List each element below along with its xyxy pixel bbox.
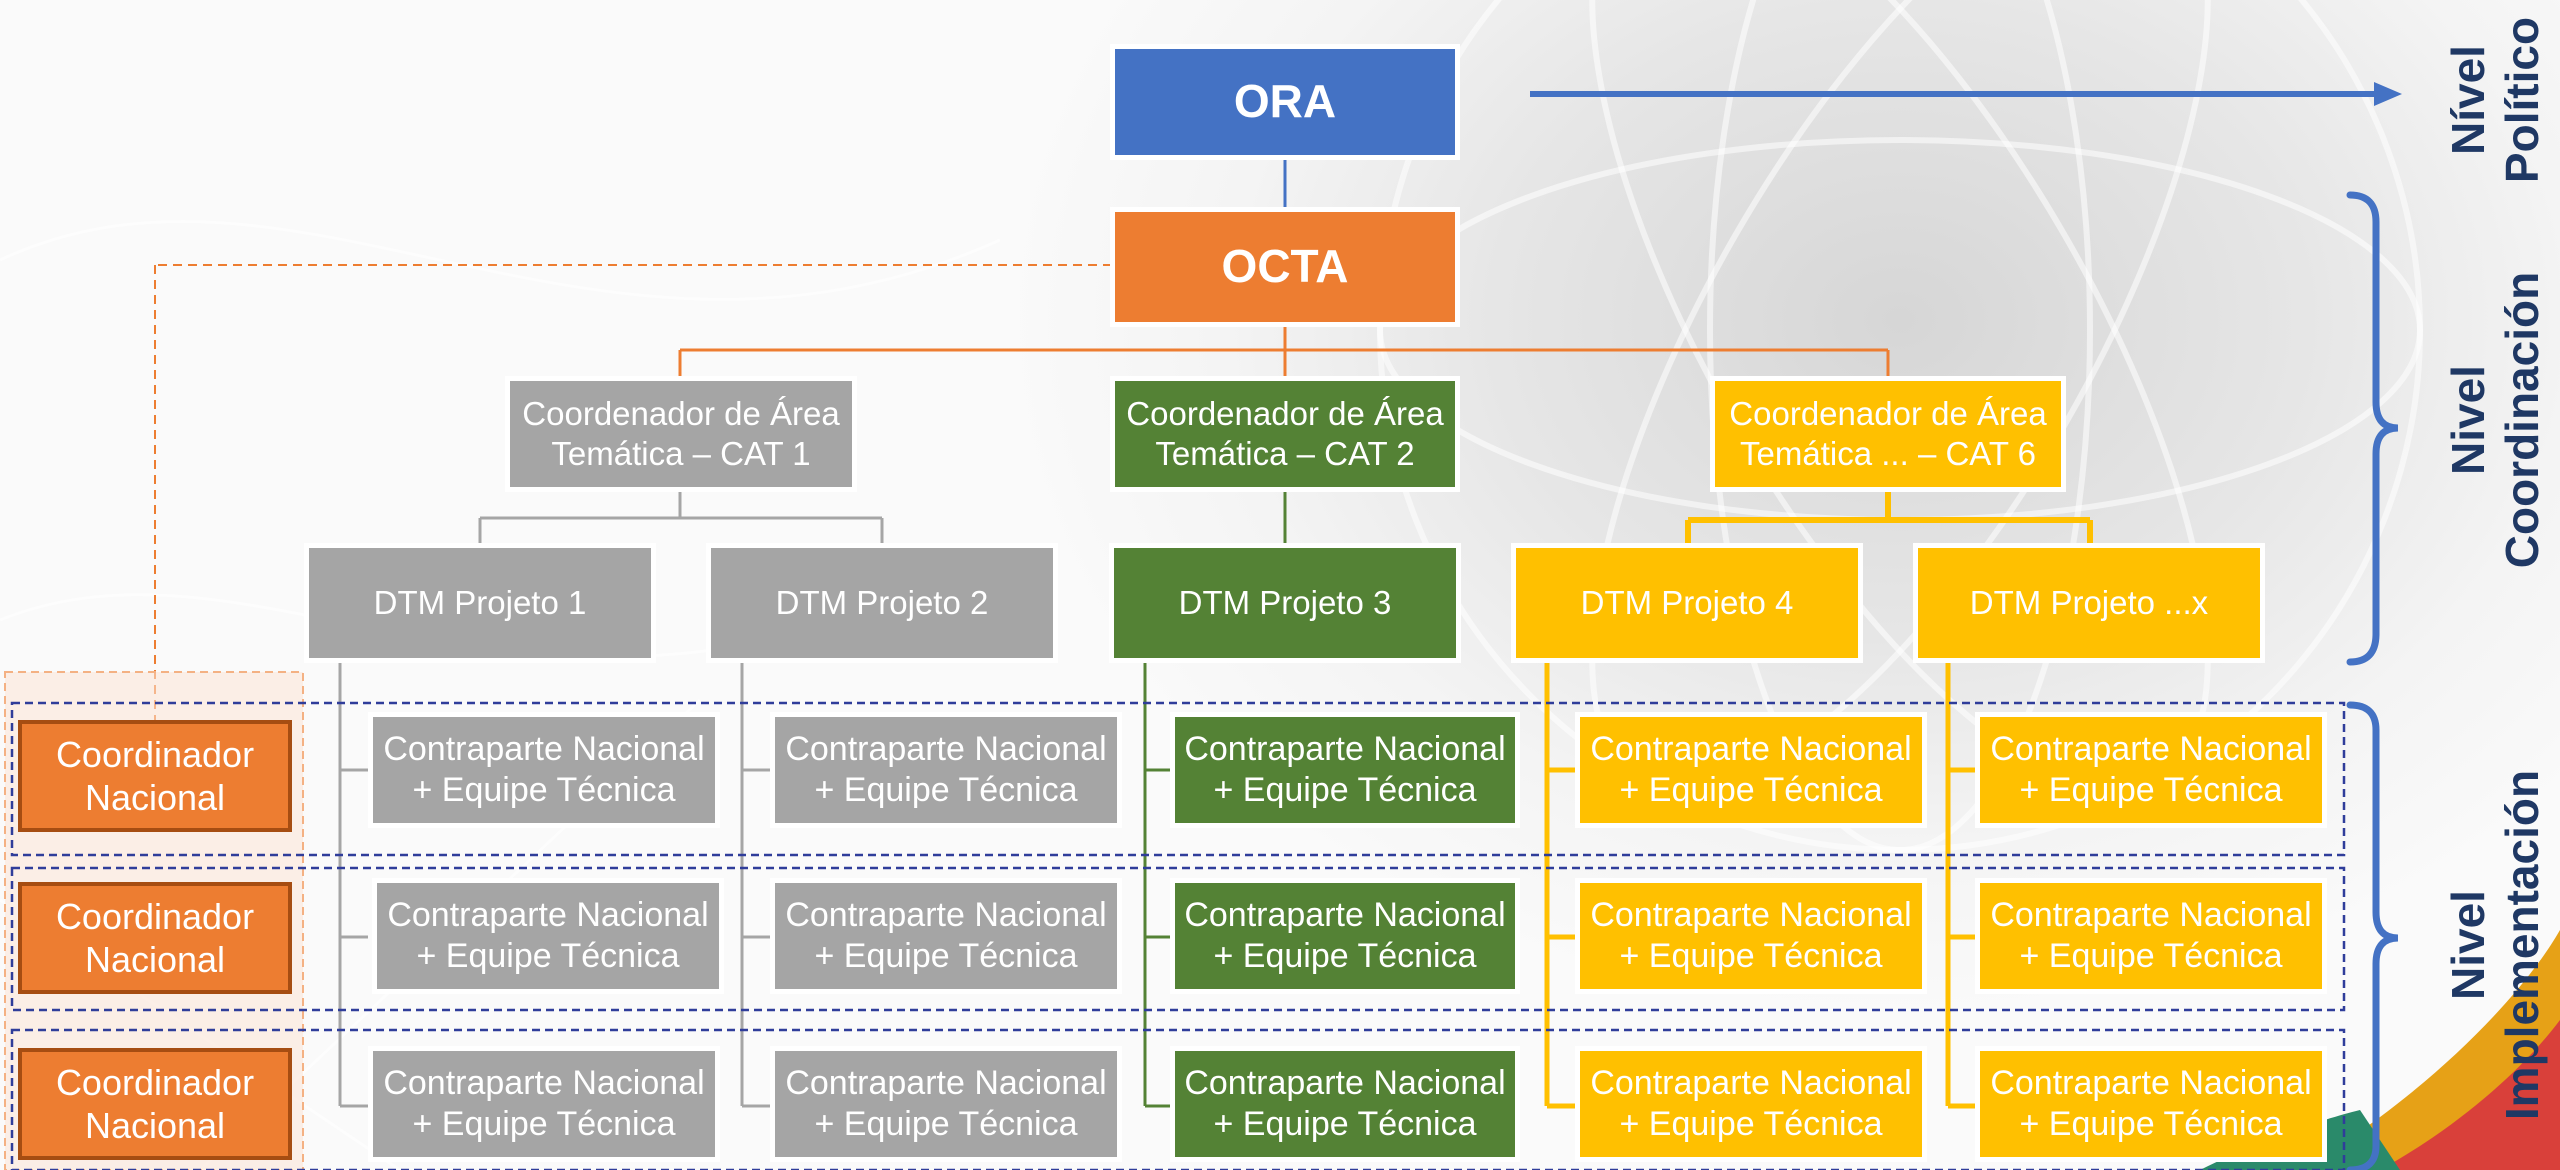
counterpart-box: Contraparte Nacional + Equipe Técnica bbox=[1975, 1046, 2327, 1162]
dtm-box: DTM Projeto 3 bbox=[1109, 543, 1461, 663]
level-label-coordinacion: Nivel Coordinación bbox=[2435, 255, 2555, 585]
counterpart-line2: + Equipe Técnica bbox=[2019, 771, 2283, 809]
cat-line2: Temática – CAT 2 bbox=[1155, 435, 1415, 472]
cat-box: Coordenador de Área Temática – CAT 2 bbox=[1110, 376, 1460, 492]
cat-line2: Temática – CAT 1 bbox=[551, 435, 811, 472]
coordinator-line1: Coordinador bbox=[55, 895, 255, 937]
dtm-box: DTM Projeto ...x bbox=[1913, 543, 2265, 663]
counterpart-box: Contraparte Nacional + Equipe Técnica bbox=[1975, 878, 2327, 994]
cat-line1: Coordenador de Área bbox=[522, 395, 840, 433]
coordinator-box: Coordinador Nacional bbox=[18, 882, 292, 994]
counterpart-line1: Contraparte Nacional bbox=[785, 730, 1107, 769]
counterpart-box: Contraparte Nacional + Equipe Técnica bbox=[368, 712, 720, 828]
level-label-politico: Nível Político bbox=[2435, 10, 2555, 190]
counterpart-box: Contraparte Nacional + Equipe Técnica bbox=[1575, 878, 1927, 994]
coordinator-box: Coordinador Nacional bbox=[18, 1048, 292, 1160]
coordinator-line1: Coordinador bbox=[55, 1061, 255, 1103]
level-line1: Nivel bbox=[2441, 890, 2494, 1000]
counterpart-line2: + Equipe Técnica bbox=[2019, 1105, 2283, 1143]
counterpart-box: Contraparte Nacional + Equipe Técnica bbox=[1170, 712, 1520, 828]
dtm-label: DTM Projeto 2 bbox=[775, 584, 989, 622]
counterpart-box: Contraparte Nacional + Equipe Técnica bbox=[1170, 1046, 1520, 1162]
dtm-box: DTM Projeto 1 bbox=[304, 543, 656, 663]
octa-label: OCTA bbox=[1221, 240, 1349, 293]
cat-line2: Temática ... – CAT 6 bbox=[1740, 435, 2036, 472]
counterpart-line2: + Equipe Técnica bbox=[1619, 937, 1883, 975]
counterpart-line1: Contraparte Nacional bbox=[785, 1064, 1107, 1103]
dtm-box: DTM Projeto 2 bbox=[706, 543, 1058, 663]
level-line2: Político bbox=[2496, 16, 2548, 184]
counterpart-line2: + Equipe Técnica bbox=[1213, 771, 1477, 809]
dtm-label: DTM Projeto 4 bbox=[1580, 584, 1794, 622]
counterpart-line1: Contraparte Nacional bbox=[1990, 1064, 2312, 1103]
counterpart-line1: Contraparte Nacional bbox=[1590, 730, 1912, 769]
counterpart-line2: + Equipe Técnica bbox=[1213, 937, 1477, 975]
counterpart-line1: Contraparte Nacional bbox=[1990, 730, 2312, 769]
coordinator-line2: Nacional bbox=[84, 777, 226, 818]
cat-line1: Coordenador de Área bbox=[1729, 395, 2047, 433]
counterpart-line1: Contraparte Nacional bbox=[1184, 1064, 1506, 1103]
ora-label: ORA bbox=[1233, 75, 1337, 128]
octa-box: OCTA bbox=[1110, 207, 1460, 327]
counterpart-line2: + Equipe Técnica bbox=[2019, 937, 2283, 975]
level-line1: Nivel bbox=[2441, 365, 2494, 475]
counterpart-line2: + Equipe Técnica bbox=[416, 937, 680, 975]
counterpart-line1: Contraparte Nacional bbox=[1590, 1064, 1912, 1103]
counterpart-box: Contraparte Nacional + Equipe Técnica bbox=[770, 712, 1122, 828]
counterpart-line1: Contraparte Nacional bbox=[1184, 730, 1506, 769]
counterpart-line1: Contraparte Nacional bbox=[1990, 896, 2312, 935]
coordinator-box: Coordinador Nacional bbox=[18, 720, 292, 832]
counterpart-line1: Contraparte Nacional bbox=[383, 1064, 705, 1103]
counterpart-line1: Contraparte Nacional bbox=[785, 896, 1107, 935]
counterpart-box: Contraparte Nacional + Equipe Técnica bbox=[1575, 1046, 1927, 1162]
counterpart-line1: Contraparte Nacional bbox=[387, 896, 709, 935]
counterpart-line1: Contraparte Nacional bbox=[1590, 896, 1912, 935]
dtm-label: DTM Projeto ...x bbox=[1969, 584, 2209, 622]
counterpart-box: Contraparte Nacional + Equipe Técnica bbox=[368, 1046, 720, 1162]
ora-box: ORA bbox=[1110, 44, 1460, 160]
counterpart-box: Contraparte Nacional + Equipe Técnica bbox=[1170, 878, 1520, 994]
cat-line1: Coordenador de Área bbox=[1126, 395, 1444, 433]
counterpart-box: Contraparte Nacional + Equipe Técnica bbox=[1975, 712, 2327, 828]
counterpart-line2: + Equipe Técnica bbox=[412, 1105, 676, 1143]
level-line1: Nível bbox=[2441, 45, 2494, 155]
counterpart-line2: + Equipe Técnica bbox=[814, 771, 1078, 809]
coordinator-line2: Nacional bbox=[84, 1105, 226, 1146]
coordinator-line1: Coordinador bbox=[55, 733, 255, 775]
counterpart-line2: + Equipe Técnica bbox=[814, 937, 1078, 975]
counterpart-box: Contraparte Nacional + Equipe Técnica bbox=[372, 878, 724, 994]
cat-box: Coordenador de Área Temática ... – CAT 6 bbox=[1710, 376, 2066, 492]
level-label-implementacion: Nivel Implementación bbox=[2435, 740, 2555, 1150]
counterpart-box: Contraparte Nacional + Equipe Técnica bbox=[1575, 712, 1927, 828]
counterpart-line2: + Equipe Técnica bbox=[814, 1105, 1078, 1143]
dtm-label: DTM Projeto 1 bbox=[373, 584, 587, 622]
counterpart-line1: Contraparte Nacional bbox=[1184, 896, 1506, 935]
counterpart-line2: + Equipe Técnica bbox=[412, 771, 676, 809]
level-line2: Implementación bbox=[2496, 769, 2548, 1121]
counterpart-line2: + Equipe Técnica bbox=[1213, 1105, 1477, 1143]
dtm-label: DTM Projeto 3 bbox=[1178, 584, 1392, 622]
counterpart-line1: Contraparte Nacional bbox=[383, 730, 705, 769]
counterpart-box: Contraparte Nacional + Equipe Técnica bbox=[770, 1046, 1122, 1162]
level-line2: Coordinación bbox=[2496, 271, 2548, 569]
counterpart-line2: + Equipe Técnica bbox=[1619, 771, 1883, 809]
dtm-box: DTM Projeto 4 bbox=[1511, 543, 1863, 663]
coordinator-line2: Nacional bbox=[84, 939, 226, 980]
counterpart-box: Contraparte Nacional + Equipe Técnica bbox=[770, 878, 1122, 994]
cat-box: Coordenador de Área Temática – CAT 1 bbox=[505, 376, 857, 492]
counterpart-line2: + Equipe Técnica bbox=[1619, 1105, 1883, 1143]
